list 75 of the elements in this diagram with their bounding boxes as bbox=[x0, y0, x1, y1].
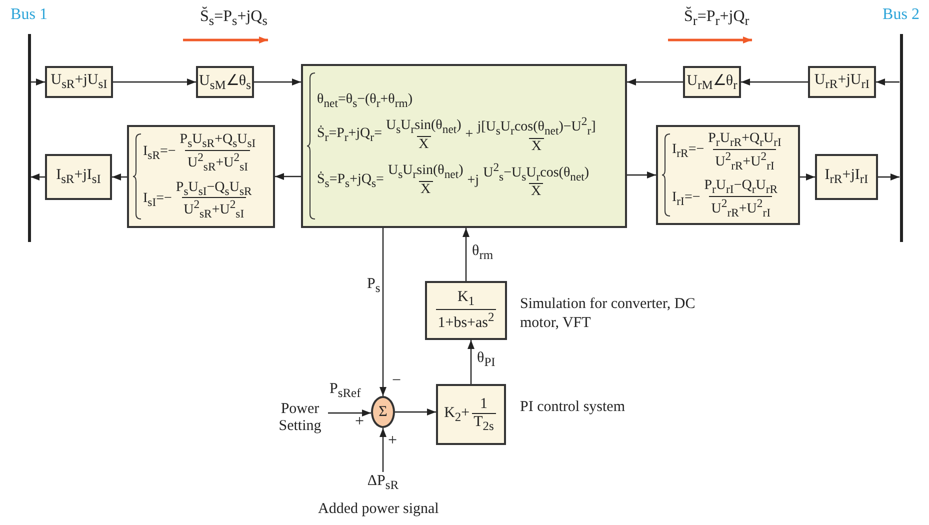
equation-term: K$_{2}$+ bbox=[444, 404, 470, 424]
arrow bbox=[113, 78, 196, 86]
numerator: P$_{r}$U$_{rR}$+Q$_{r}$U$_{rI}$ bbox=[707, 130, 782, 149]
bus-label: Bus 2 bbox=[882, 6, 920, 25]
equation-term: +j bbox=[467, 172, 480, 189]
denominator: T$_{2s}$ bbox=[472, 412, 496, 434]
numerator: P$_{s}$U$_{sR}$+Q$_{s}$U$_{sI}$ bbox=[178, 132, 257, 150]
equation-term: Ṡ$_{r}$=P$_{r}$+jQ$_{r}$= bbox=[317, 126, 382, 144]
denominator: X bbox=[529, 138, 544, 155]
block-label: I$_{sR}$+jI$_{sI}$ bbox=[56, 167, 101, 187]
arrow bbox=[800, 174, 815, 180]
equation-box bbox=[425, 281, 507, 340]
denominator: X bbox=[529, 183, 544, 200]
equation-box bbox=[301, 64, 627, 228]
numerator: U$_{s}$U$_{r}$sin(θ$_{net}$) bbox=[384, 118, 462, 136]
arrow bbox=[275, 173, 301, 180]
sign-label: − bbox=[392, 372, 402, 390]
power-flow-label: S̆$_{r}$=P$_{r}$+jQ$_{r}$ bbox=[684, 8, 750, 30]
denominator: 1+bs+as$^{2}$ bbox=[436, 309, 496, 332]
numerator: K$_{1}$ bbox=[456, 289, 476, 309]
signal-label: ΔP$_{sR}$ bbox=[367, 473, 399, 493]
arrow bbox=[462, 228, 470, 281]
arrow bbox=[254, 78, 301, 86]
arrow bbox=[741, 78, 808, 86]
equation-box bbox=[656, 125, 800, 225]
block-box bbox=[815, 154, 878, 200]
bus-label: Bus 1 bbox=[10, 6, 48, 25]
block-box bbox=[45, 154, 112, 200]
arrow bbox=[878, 174, 900, 180]
power-flow-label: S̆$_{s}$=P$_{s}$+jQ$_{s}$ bbox=[200, 8, 268, 30]
arrow bbox=[30, 174, 45, 180]
equation-term: I$_{rI}$=− bbox=[672, 190, 700, 208]
arrow bbox=[627, 172, 656, 178]
denominator: X bbox=[418, 181, 433, 198]
numerator: 1 bbox=[479, 396, 489, 412]
numerator: U$_{s}$U$_{r}$sin(θ$_{net}$) bbox=[386, 163, 464, 182]
block-box bbox=[808, 66, 876, 98]
signal-label: Power Setting bbox=[278, 401, 322, 435]
numerator: P$_{s}$U$_{sI}$−Q$_{s}$U$_{sR}$ bbox=[174, 180, 253, 198]
numerator: j[U$_{s}$U$_{r}$cos(θ$_{net}$)−U$^{2}$$_{r}$] bbox=[476, 115, 597, 138]
arrow bbox=[380, 228, 386, 396]
arrow bbox=[395, 408, 436, 416]
arrow bbox=[112, 174, 127, 180]
block-caption: Added power signal bbox=[318, 500, 440, 519]
block-label: U$_{rR}$+jU$_{rI}$ bbox=[814, 72, 870, 92]
block-label: U$_{sR}$+jU$_{sI}$ bbox=[50, 72, 108, 92]
arrow bbox=[328, 410, 371, 416]
sum-symbol: Σ bbox=[378, 404, 388, 420]
equation-term: Ṡ$_{s}$=P$_{s}$+jQ$_{s}$= bbox=[317, 172, 384, 190]
arrow bbox=[627, 78, 683, 86]
arrow bbox=[30, 78, 45, 86]
equation-term: I$_{sR}$=− bbox=[143, 144, 176, 162]
equation-term: I$_{rR}$=− bbox=[672, 142, 704, 160]
block-caption: PI control system bbox=[520, 398, 626, 417]
equation-box bbox=[127, 125, 275, 228]
block-box bbox=[45, 66, 113, 98]
denominator: X bbox=[416, 136, 431, 153]
arrow bbox=[876, 78, 900, 86]
block-label: I$_{rR}$+jI$_{rI}$ bbox=[824, 167, 868, 187]
block-label: U$_{sM}$∠θ$_{s}$ bbox=[199, 72, 251, 93]
sign-label: + bbox=[355, 413, 364, 431]
sign-label: + bbox=[388, 432, 398, 450]
block-label: U$_{rM}$∠θ$_{r}$ bbox=[686, 72, 738, 93]
numerator: P$_{r}$U$_{rI}$−Q$_{r}$U$_{rR}$ bbox=[703, 178, 778, 196]
arrow bbox=[380, 428, 386, 472]
equation-term: I$_{sI}$=− bbox=[143, 191, 172, 210]
block-box bbox=[196, 66, 254, 98]
arrow bbox=[468, 340, 474, 384]
block-caption: Simulation for converter, DC motor, VFT bbox=[520, 295, 696, 333]
equation-term: θ$_{net}$=θ$_{s}$−(θ$_{r}$+θ$_{rm}$) bbox=[317, 92, 413, 110]
equation-term: + bbox=[465, 127, 474, 144]
block-box bbox=[683, 66, 741, 98]
summing-junction bbox=[371, 396, 395, 428]
equation-box bbox=[436, 384, 506, 445]
numerator: U$^{2}$$_{s}$−U$_{s}$U$_{r}$cos(θ$_{net}$) bbox=[482, 160, 590, 184]
